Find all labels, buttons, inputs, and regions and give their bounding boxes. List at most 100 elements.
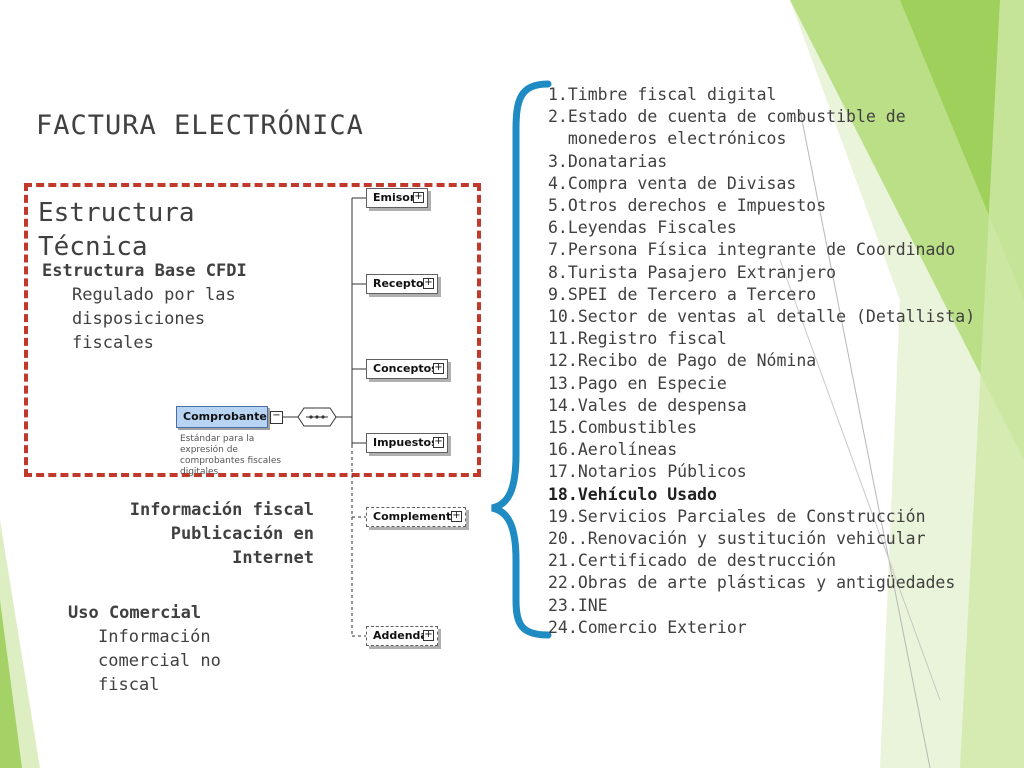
base-line-2: disposiciones bbox=[72, 309, 206, 329]
list-item-number: 9. bbox=[548, 284, 568, 304]
list-item-number: 15. bbox=[548, 418, 578, 438]
uso-line-3: fiscal bbox=[98, 675, 160, 695]
list-item-label: Recibo de Pago de Nómina bbox=[577, 351, 817, 371]
expand-icon[interactable]: + bbox=[433, 436, 444, 448]
uso-heading: Uso Comercial bbox=[68, 603, 202, 623]
structure-title: Estructura Técnica bbox=[38, 198, 195, 262]
list-item: 20..Renovación y sustitución vehicular bbox=[548, 528, 988, 550]
complemento-label: Complemento bbox=[373, 510, 459, 523]
list-item-label: Pago en Especie bbox=[577, 373, 727, 393]
list-item: 4.Compra venta de Divisas bbox=[548, 173, 988, 195]
expand-icon[interactable]: + bbox=[413, 191, 424, 203]
list-item-label: Estado de cuenta de combustible de moned… bbox=[567, 107, 906, 149]
curly-brace bbox=[491, 80, 552, 639]
comprobante-label: Comprobante bbox=[183, 410, 267, 423]
list-item-number: 11. bbox=[548, 329, 578, 349]
base-line-1: Regulado por las bbox=[72, 285, 236, 305]
right-green-strip bbox=[960, 0, 1024, 768]
list-item-label: Vales de despensa bbox=[577, 395, 747, 415]
list-item: 19.Servicios Parciales de Construcción bbox=[548, 506, 988, 528]
list-item: 11.Registro fiscal bbox=[548, 328, 988, 350]
list-item-number: 1. bbox=[548, 85, 568, 104]
info-line-3: Internet bbox=[232, 548, 314, 568]
addenda-node[interactable]: Addenda + bbox=[366, 626, 438, 646]
list-item-number: 4. bbox=[548, 173, 568, 193]
list-item-number: 24. bbox=[548, 617, 578, 637]
list-item-label: Timbre fiscal digital bbox=[567, 85, 777, 104]
impuestos-node[interactable]: Impuestos + bbox=[366, 433, 448, 453]
list-item-number: 2. bbox=[548, 107, 568, 127]
list-item-label: Persona Física integrante de Coordinado bbox=[567, 240, 956, 260]
emisor-label: Emisor bbox=[373, 191, 416, 204]
list-item-number: 3. bbox=[548, 151, 568, 171]
collapse-icon[interactable]: − bbox=[270, 411, 283, 424]
list-item: 14.Vales de despensa bbox=[548, 395, 988, 417]
list-item-label: Servicios Parciales de Construcción bbox=[577, 506, 926, 526]
list-item: 23.INE bbox=[548, 595, 988, 617]
list-item: 13.Pago en Especie bbox=[548, 373, 988, 395]
list-item-label: Vehículo Usado bbox=[577, 484, 717, 504]
list-item: 7.Persona Física integrante de Coordinad… bbox=[548, 239, 988, 261]
list-item-number: 18. bbox=[548, 484, 578, 504]
list-item-number: 19. bbox=[548, 506, 578, 526]
list-item-number: 17. bbox=[548, 462, 578, 482]
list-item-number: 22. bbox=[548, 573, 578, 593]
list-item: 16.Aerolíneas bbox=[548, 439, 988, 461]
structure-dashed-frame bbox=[24, 183, 481, 477]
list-item-label: Notarios Públicos bbox=[577, 462, 747, 482]
list-item-number: 13. bbox=[548, 373, 578, 393]
list-item: 12.Recibo de Pago de Nómina bbox=[548, 350, 988, 372]
list-item-label: Certificado de destrucción bbox=[577, 551, 837, 571]
conceptos-label: Conceptos bbox=[373, 362, 438, 375]
list-item-number: 6. bbox=[548, 218, 568, 238]
expand-icon[interactable]: + bbox=[433, 362, 444, 374]
info-line-1: Información fiscal bbox=[129, 500, 314, 520]
list-item-number: 5. bbox=[548, 196, 568, 216]
expand-icon[interactable]: + bbox=[451, 510, 462, 522]
list-item-label: Combustibles bbox=[577, 418, 698, 438]
list-item-label: Registro fiscal bbox=[577, 329, 727, 349]
expand-icon[interactable]: + bbox=[423, 629, 434, 641]
list-item-label: .Renovación y sustitución vehicular bbox=[577, 529, 926, 549]
receptor-node[interactable]: Receptor + bbox=[366, 274, 438, 294]
list-item-label: SPEI de Tercero a Tercero bbox=[567, 284, 817, 304]
list-item: 17.Notarios Públicos bbox=[548, 461, 988, 483]
comprobante-node[interactable]: Comprobante − bbox=[176, 406, 283, 428]
left-green-accent bbox=[0, 600, 22, 768]
list-item-label: Aerolíneas bbox=[577, 440, 678, 460]
comprobante-description: Estándar para la expresión de comprobant… bbox=[180, 434, 282, 477]
receptor-label: Receptor bbox=[373, 277, 430, 290]
conceptos-node[interactable]: Conceptos + bbox=[366, 359, 448, 379]
diagonal-line-2 bbox=[779, 259, 941, 701]
list-item: 22.Obras de arte plásticas y antigüedade… bbox=[548, 572, 988, 594]
list-item-label: Sector de ventas al detalle (Detallista) bbox=[577, 307, 976, 327]
list-item: 3.Donatarias bbox=[548, 151, 988, 173]
list-item: 9.SPEI de Tercero a Tercero bbox=[548, 284, 988, 306]
list-item-number: 23. bbox=[548, 595, 578, 615]
list-item: 21.Certificado de destrucción bbox=[548, 550, 988, 572]
list-item: 6.Leyendas Fiscales bbox=[548, 217, 988, 239]
list-item-label: Turista Pasajero Extranjero bbox=[567, 262, 837, 282]
list-item-label: Otros derechos e Impuestos bbox=[567, 196, 827, 216]
list-item: 5.Otros derechos e Impuestos bbox=[548, 195, 988, 217]
complemento-node[interactable]: Complemento + bbox=[366, 507, 466, 527]
list-item: 2.Estado de cuenta de combustible de mon… bbox=[548, 106, 988, 150]
list-item-label: Comercio Exterior bbox=[577, 617, 747, 637]
emisor-node[interactable]: Emisor + bbox=[366, 188, 428, 208]
list-item-number: 20. bbox=[548, 529, 578, 549]
list-item: 10.Sector de ventas al detalle (Detallis… bbox=[548, 306, 988, 328]
list-item-number: 14. bbox=[548, 395, 578, 415]
uso-line-2: comercial no bbox=[98, 651, 221, 671]
list-item-number: 21. bbox=[548, 551, 578, 571]
list-item-number: 10. bbox=[548, 307, 578, 327]
info-line-2: Publicación en bbox=[170, 524, 314, 544]
list-item: 18.Vehículo Usado bbox=[548, 484, 988, 506]
uso-line-1: Información bbox=[98, 627, 211, 647]
list-item: 1.Timbre fiscal digital bbox=[548, 84, 988, 106]
expand-icon[interactable]: + bbox=[423, 277, 434, 289]
list-item: 8.Turista Pasajero Extranjero bbox=[548, 262, 988, 284]
impuestos-label: Impuestos bbox=[373, 436, 438, 449]
